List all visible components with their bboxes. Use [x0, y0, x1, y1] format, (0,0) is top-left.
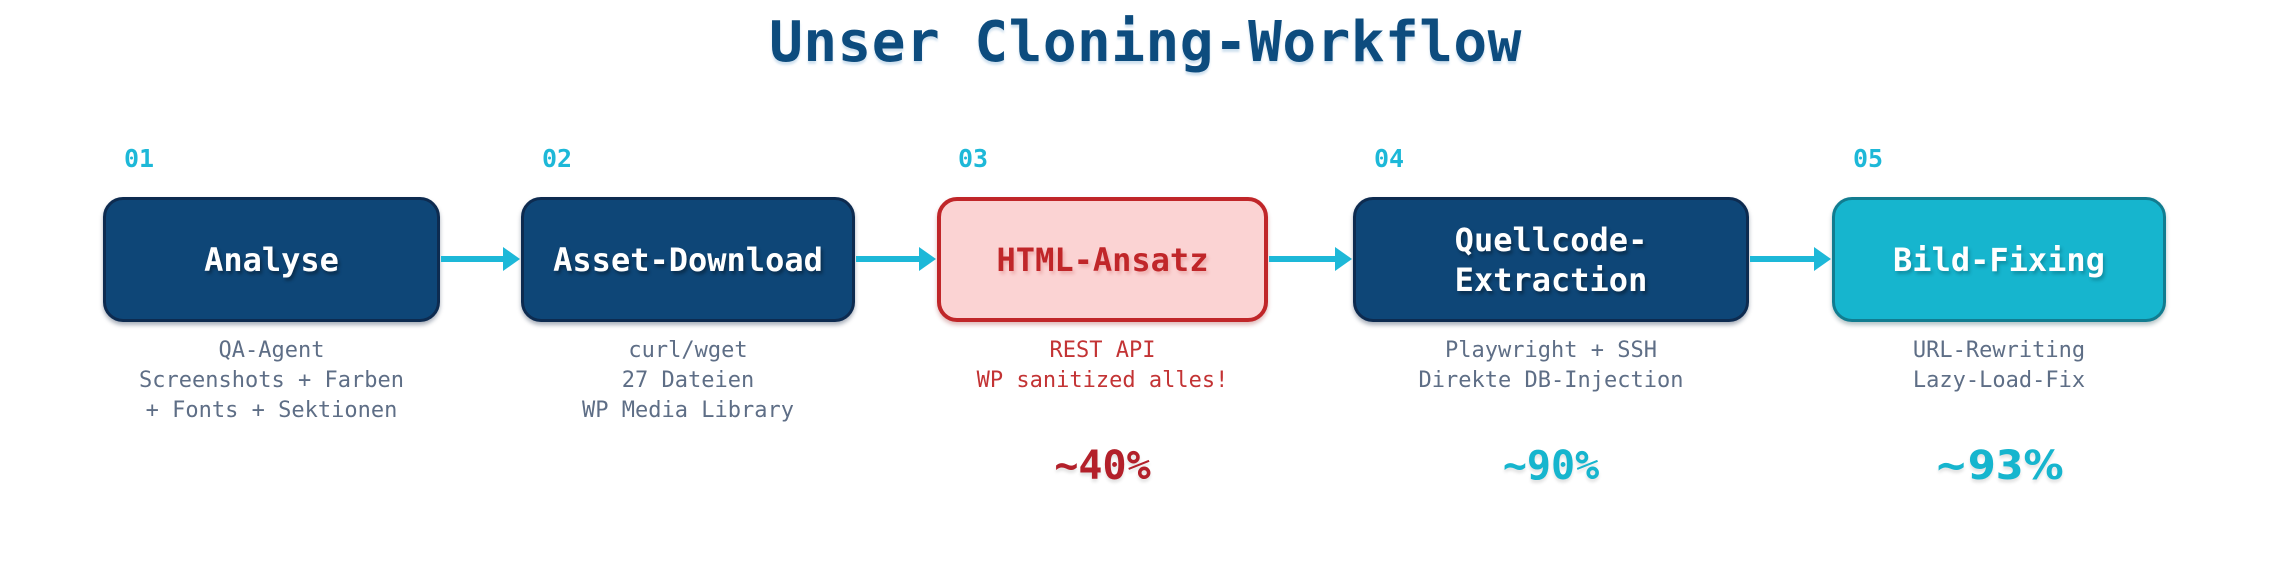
step-number: 03 — [958, 144, 989, 173]
desc-line: 27 Dateien — [621, 368, 755, 393]
step-box-bild-fixing: Bild-Fixing — [1832, 197, 2166, 322]
desc-line: Playwright + SSH — [1445, 338, 1657, 363]
desc-line: Screenshots + Farben — [139, 368, 404, 393]
success-rate: ~40% — [1054, 443, 1151, 489]
step-description: curl/wget 27 Dateien WP Media Library — [582, 336, 794, 426]
step-number: 05 — [1853, 144, 1884, 173]
desc-line: WP Media Library — [582, 398, 794, 423]
step-quellcode-extraction: 04 Quellcode- Extraction Playwright + SS… — [1353, 0, 1749, 583]
step-box-asset-download: Asset-Download — [521, 197, 855, 322]
flow-arrow — [1750, 246, 1831, 272]
desc-line: QA-Agent — [218, 338, 325, 363]
step-description: URL-Rewriting Lazy-Load-Fix — [1913, 336, 2085, 396]
desc-line: Lazy-Load-Fix — [1912, 368, 2086, 393]
step-box-quellcode-extraction: Quellcode- Extraction — [1353, 197, 1749, 322]
step-html-ansatz: 03 HTML-Ansatz REST API WP sanitized all… — [937, 0, 1268, 583]
desc-line: + Fonts + Sektionen — [145, 398, 398, 423]
desc-line: Direkte DB-Injection — [1418, 368, 1684, 393]
step-description: Playwright + SSH Direkte DB-Injection — [1419, 336, 1684, 396]
flow-arrow — [856, 246, 936, 272]
step-box-analyse: Analyse — [103, 197, 440, 322]
step-analyse: 01 Analyse QA-Agent Screenshots + Farben… — [103, 0, 440, 583]
step-box-html-ansatz: HTML-Ansatz — [937, 197, 1268, 322]
desc-line: URL-Rewriting — [1912, 338, 2086, 363]
success-rate: ~93% — [1934, 443, 2064, 489]
flow-arrow — [441, 246, 520, 272]
step-number: 04 — [1374, 144, 1405, 173]
arrow-head-icon — [503, 247, 520, 271]
arrow-shaft — [1269, 256, 1335, 262]
step-box-label: Asset-Download — [553, 240, 823, 279]
flow-arrow — [1269, 246, 1352, 272]
step-box-label: Bild-Fixing — [1893, 240, 2105, 279]
arrow-head-icon — [1814, 247, 1831, 271]
arrow-shaft — [856, 256, 919, 262]
step-bild-fixing: 05 Bild-Fixing URL-Rewriting Lazy-Load-F… — [1832, 0, 2166, 583]
step-number: 01 — [124, 144, 155, 173]
success-rate: ~90% — [1502, 443, 1600, 489]
step-number: 02 — [542, 144, 573, 173]
desc-line: WP sanitized alles! — [976, 368, 1229, 393]
step-box-label: Analyse — [204, 240, 339, 279]
step-description: QA-Agent Screenshots + Farben + Fonts + … — [139, 336, 404, 426]
arrow-shaft — [441, 256, 503, 262]
step-box-label: HTML-Ansatz — [996, 240, 1209, 279]
arrow-head-icon — [919, 247, 936, 271]
step-asset-download: 02 Asset-Download curl/wget 27 Dateien W… — [521, 0, 855, 583]
arrow-head-icon — [1335, 247, 1352, 271]
desc-line: curl/wget — [628, 338, 748, 363]
page-title: Unser Cloning-Workflow — [769, 10, 1522, 75]
desc-line: REST API — [1049, 338, 1156, 363]
step-box-label: Quellcode- Extraction — [1454, 220, 1648, 299]
arrow-shaft — [1750, 256, 1814, 262]
step-description: REST API WP sanitized alles! — [977, 336, 1229, 396]
